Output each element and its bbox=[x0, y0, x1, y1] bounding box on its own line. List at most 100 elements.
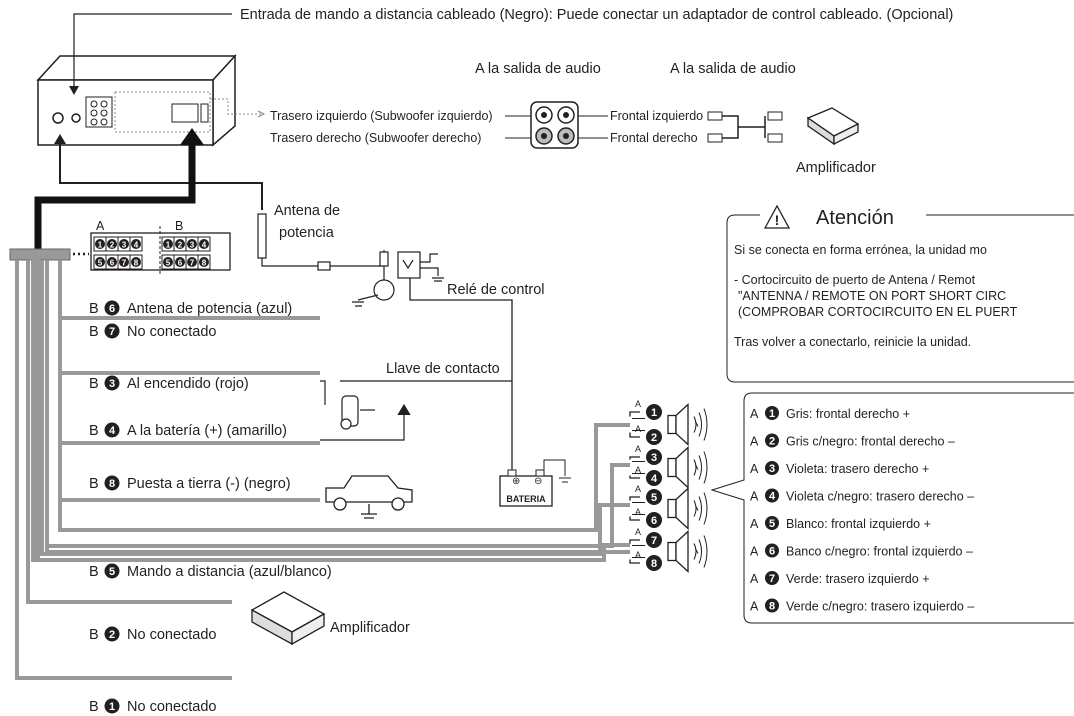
connector-pin: 1 bbox=[161, 236, 175, 252]
connector-pin-number: 1 bbox=[166, 241, 171, 250]
ignition-switch bbox=[320, 380, 512, 441]
speaker-badge: 8 bbox=[765, 598, 779, 613]
speaker bbox=[629, 446, 708, 489]
battery-plus-icon: ⊕ bbox=[512, 476, 520, 487]
connector-pin-number: 3 bbox=[190, 241, 195, 250]
speaker-terminal-tag: A bbox=[635, 527, 641, 537]
wire-text: Puesta a tierra (-) (negro) bbox=[127, 476, 291, 492]
caution-line-5: Tras volver a conectarlo, reinicie la un… bbox=[734, 335, 971, 349]
speaker-terminal-tag: A bbox=[635, 507, 641, 517]
speaker-terminal-tag: A bbox=[635, 444, 641, 454]
speaker-terminal-badge-number: 6 bbox=[651, 515, 657, 527]
front-right-label: Frontal derecho bbox=[610, 131, 698, 145]
wire-prefix: B bbox=[89, 627, 99, 643]
wire-badge-number: 6 bbox=[109, 303, 115, 315]
caution-title: Atención bbox=[816, 207, 894, 229]
speaker-badge-number: 5 bbox=[769, 518, 775, 530]
speaker-terminal-badge: 8 bbox=[646, 555, 662, 571]
speaker-terminal-tag: A bbox=[635, 550, 641, 560]
wire-text: No conectado bbox=[127, 324, 216, 340]
connector-pin-number: 4 bbox=[134, 241, 139, 250]
connector-pin-number: 5 bbox=[98, 259, 103, 268]
wire-text: A la batería (+) (amarillo) bbox=[127, 423, 287, 439]
speaker-text: Verde: trasero izquierdo + bbox=[786, 572, 930, 586]
speaker-badge: 5 bbox=[765, 516, 779, 530]
speaker bbox=[629, 403, 708, 446]
speaker-terminal-tag: A bbox=[635, 424, 641, 434]
head-unit bbox=[36, 54, 237, 147]
connector-pin-number: 1 bbox=[98, 241, 103, 250]
battery-minus-icon: ⊖ bbox=[534, 476, 542, 487]
wire-text: No conectado bbox=[127, 627, 216, 643]
speaker-terminal-badge-number: 2 bbox=[651, 432, 657, 444]
speaker bbox=[629, 487, 708, 530]
speaker-terminal-badge: 4 bbox=[646, 470, 662, 486]
connector-pin: 8 bbox=[197, 254, 211, 270]
speaker-badge-number: 1 bbox=[769, 408, 775, 420]
wire-prefix: B bbox=[89, 301, 99, 317]
battery-label: BATERIA bbox=[506, 494, 546, 504]
connector-pin: 3 bbox=[185, 236, 199, 252]
connector-pin-number: 6 bbox=[110, 259, 115, 268]
speaker-prefix: A bbox=[750, 407, 759, 421]
speaker-badge: 1 bbox=[765, 406, 779, 420]
amplifier-top-label: Amplificador bbox=[796, 160, 876, 176]
connector-pin-number: 2 bbox=[110, 241, 115, 250]
connector-pin: 8 bbox=[129, 254, 143, 270]
speaker-text: Blanco: frontal izquierdo + bbox=[786, 517, 931, 531]
speaker-text: Violeta: trasero derecho + bbox=[786, 462, 929, 476]
wire-badge: 4 bbox=[104, 422, 120, 438]
caution-box: ! bbox=[726, 204, 1074, 383]
speaker-text: Verde c/negro: trasero izquierdo – bbox=[786, 600, 974, 614]
wire-text: Antena de potencia (azul) bbox=[127, 301, 292, 317]
audio-out-label-left: A la salida de audio bbox=[475, 61, 601, 77]
warning-icon bbox=[763, 204, 791, 229]
connector-a-label: A bbox=[96, 219, 105, 233]
connector-pin: 4 bbox=[197, 236, 211, 252]
speaker-badge-number: 8 bbox=[769, 601, 775, 613]
wire-badge: 3 bbox=[104, 375, 120, 391]
speaker-terminal-badge-number: 4 bbox=[651, 473, 658, 485]
connector-pin: 4 bbox=[129, 236, 143, 252]
speaker-prefix: A bbox=[750, 572, 759, 586]
connector-pin-number: 2 bbox=[178, 241, 183, 250]
wire-badge: 1 bbox=[104, 698, 120, 714]
speaker-terminal-tag: A bbox=[635, 399, 641, 409]
wire-badge-number: 3 bbox=[109, 378, 115, 390]
speaker-terminal-badge: 7 bbox=[646, 532, 662, 548]
speaker bbox=[629, 530, 708, 573]
wire-badge: 8 bbox=[104, 475, 120, 491]
connector-pin: 5 bbox=[93, 254, 107, 270]
speaker-badge-number: 4 bbox=[769, 491, 776, 503]
wire-text: No conectado bbox=[127, 699, 216, 715]
speaker-badge: 2 bbox=[765, 433, 779, 448]
wire-prefix: B bbox=[89, 699, 99, 715]
caution-line-1: Si se conecta en forma errónea, la unida… bbox=[734, 243, 987, 257]
connector-pin-number: 7 bbox=[122, 259, 127, 268]
connector-b-label: B bbox=[175, 219, 183, 233]
speaker-terminal-badge: 3 bbox=[646, 449, 662, 465]
wire-prefix: B bbox=[89, 564, 99, 580]
battery bbox=[499, 459, 571, 507]
wire-badge: 5 bbox=[104, 563, 120, 579]
speaker-text: Gris c/negro: frontal derecho – bbox=[786, 435, 955, 449]
connector-pin-number: 4 bbox=[202, 241, 207, 250]
speaker-prefix: A bbox=[750, 462, 759, 476]
speaker-badge-number: 7 bbox=[769, 573, 775, 585]
front-left-label: Frontal izquierdo bbox=[610, 109, 703, 123]
connector-pin: 2 bbox=[173, 236, 187, 252]
relay-label: Relé de control bbox=[447, 282, 545, 298]
